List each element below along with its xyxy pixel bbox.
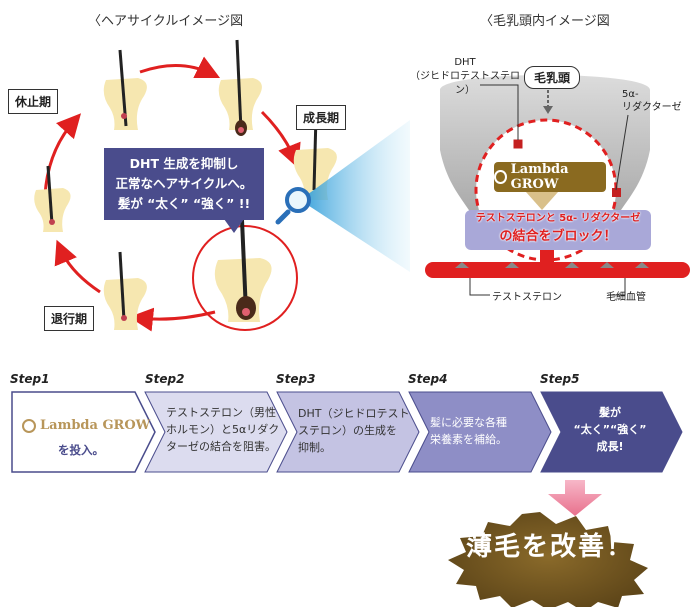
product-badge-name: Lambda GROW	[510, 162, 569, 192]
stage-rest-label: 休止期	[8, 89, 59, 114]
step3-text: DHT（ジヒドロテスト ステロン）の生成を 抑制。	[298, 407, 410, 454]
follicle-anagen	[214, 219, 272, 322]
step4-label: Step4	[408, 372, 448, 386]
callout-box: DHT 生成を抑制し 正常なヘアサイクルへ。 髪が “太く” “強く” !!	[104, 148, 264, 220]
arrow-regression-up	[54, 239, 101, 294]
step2-label: Step2	[145, 372, 185, 386]
magnifier-beam	[300, 120, 410, 272]
step4-chevron	[408, 391, 552, 473]
capillary-leader	[608, 278, 626, 296]
step5-text: 髪が “太く”“強く” 成長!	[573, 406, 647, 453]
step5-chevron	[540, 391, 683, 473]
dht-label: DHT （ジヒドロテストステロン）	[410, 57, 520, 96]
step2-text: テストステロン（男性 ホルモン）と5αリダク ターゼの結合を阻害。	[166, 406, 280, 453]
capillary	[425, 262, 690, 278]
reductase-label: 5α- リダクターゼ	[622, 89, 682, 113]
stage-growth-label: 成長期	[296, 105, 347, 130]
follicle-late-rest	[34, 165, 71, 232]
step1-chevron	[11, 391, 156, 473]
result-down-arrow	[548, 480, 602, 516]
testosterone-label: テストステロン	[492, 292, 562, 303]
badge-down-arrow	[526, 192, 558, 210]
product-badge: Lambda GROW	[494, 162, 606, 192]
result-starburst	[448, 512, 648, 607]
stage-regression-label: 退行期	[44, 306, 95, 331]
dht-leader	[480, 84, 519, 140]
step4-text: 髪に必要な各種 栄養素を補給。	[430, 416, 507, 446]
step1-product-name: Lambda GROW	[40, 418, 151, 433]
callout-pointer	[224, 219, 244, 233]
arrow-to-regression	[129, 307, 216, 332]
step1-logo-icon	[22, 418, 36, 433]
step1-text: を投入。	[58, 443, 104, 457]
testosterone-markers	[455, 262, 649, 268]
product-logo-icon	[494, 170, 507, 184]
magnifier-icon	[275, 187, 311, 225]
callout-line-2: 正常なヘアサイクルへ。	[115, 176, 253, 191]
callout-line-1: DHT 生成を抑制し	[129, 156, 239, 171]
arrow-to-rest	[43, 113, 82, 196]
arrow-rest-to-growth	[139, 56, 221, 79]
papilla-title: 〈毛乳頭内イメージ図	[480, 14, 610, 29]
follicle-early-growth	[218, 39, 262, 136]
step3-chevron	[276, 391, 420, 473]
arrow-to-growth-stage	[260, 110, 301, 169]
reductase-leader	[615, 114, 629, 191]
hair-cycle-title: 〈ヘアサイクルイメージ図	[88, 14, 244, 29]
step5-label: Step5	[540, 372, 580, 386]
reductase-marker	[612, 188, 621, 197]
focus-circle	[192, 225, 298, 331]
step1-product: Lambda GROW	[22, 418, 150, 433]
step2-chevron	[144, 391, 288, 473]
cycle-arrows	[43, 56, 301, 332]
testosterone-leader	[469, 278, 490, 296]
capillary-label: 毛細血管	[606, 292, 646, 303]
block-line-1: テストステロンと 5α- リダクターゼ	[475, 213, 641, 224]
dht-marker	[512, 138, 524, 150]
step3-label: Step3	[276, 372, 316, 386]
follicle-rest	[103, 49, 147, 130]
result-burst	[448, 480, 648, 607]
block-line-2: の結合をブロック！	[499, 229, 617, 244]
callout-line-3: 髪が “太く” “強く” !!	[117, 196, 251, 211]
papilla-label: 毛乳頭	[524, 66, 581, 89]
follicle-regression	[103, 251, 147, 330]
block-message: テストステロンと 5α- リダクターゼ の結合をブロック！	[465, 210, 651, 250]
result-text: 薄毛を改善！	[465, 532, 634, 562]
step-chevrons	[11, 391, 683, 473]
step1-label: Step1	[10, 372, 50, 386]
